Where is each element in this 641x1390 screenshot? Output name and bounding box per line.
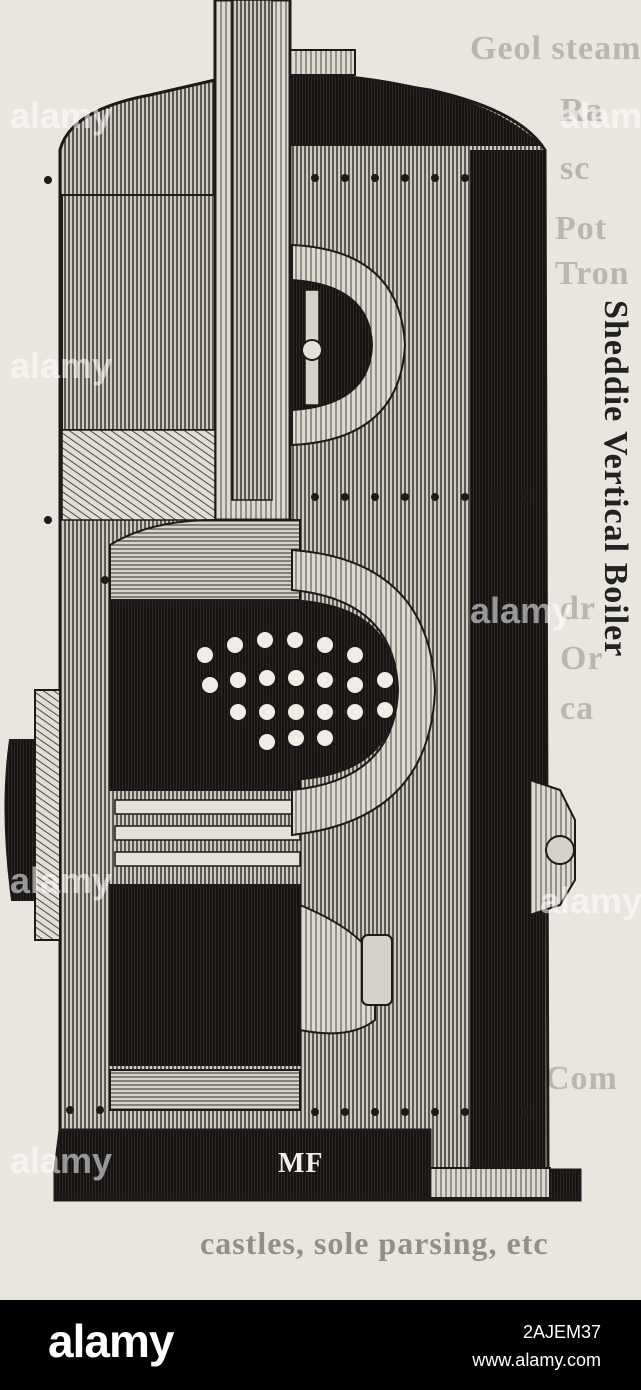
bleed-text-10: castles, sole parsing, etc [200,1225,549,1261]
bleed-text-8: ca [560,690,595,727]
bleed-text-6: dr [560,590,596,627]
watermark-1: alamy [10,95,113,136]
firebox-crown [109,519,301,601]
watermark-3: alamy [10,345,113,386]
water-space [61,429,216,521]
bleed-text-4: Pot [555,210,608,247]
steam-space [61,194,216,431]
shell-dome [289,70,543,146]
watermark-6: alamy [540,880,641,921]
site-url: www.alamy.com [472,1350,601,1370]
bleed-text-3: sc [560,150,591,187]
maker-mark: MF [278,1148,324,1179]
firebox-lower [109,884,301,1066]
manhole-bolt [301,339,323,361]
grate-bar [114,851,301,867]
watermark-2: alamy [560,95,641,136]
footer-bar: alamy 2AJEM37 www.alamy.com [0,1300,641,1390]
bleed-text-2: Ra [560,92,604,129]
bleed-text-5: Tron [555,255,630,292]
bleed-text-9: Com [545,1060,618,1097]
shell-shadow-right [470,150,545,1170]
chimney-collar [289,49,356,76]
ash-pan [109,1069,301,1111]
grate-bar [114,799,301,815]
image-id: 2AJEM37 [522,1322,601,1342]
watermark-4: alamy [470,590,573,631]
chimney-inner [231,0,273,501]
watermark-7: alamy [10,1140,113,1181]
alamy-logo: alamy [48,1315,174,1367]
valve-nut [545,835,575,865]
hand-hole-clamp [361,934,393,1006]
firebox-upper [109,599,301,791]
boiler-engraving [4,0,582,1202]
bleed-text-1: Geol steam [470,30,641,67]
bleed-text-7: Or [560,640,604,677]
engraving-scan: Geol steam Ra sc Pot Tron dr Or ca Com c… [0,0,641,1300]
grate-bar [114,825,301,841]
side-boss-left [34,689,61,941]
watermark-5: alamy [10,860,113,901]
figure-caption: Sheddie Vertical Boiler [597,300,634,658]
tube-holes [195,630,395,752]
rivet-row [44,174,529,1116]
base-front-plate [429,1167,551,1199]
firedoor-ring [291,548,437,837]
